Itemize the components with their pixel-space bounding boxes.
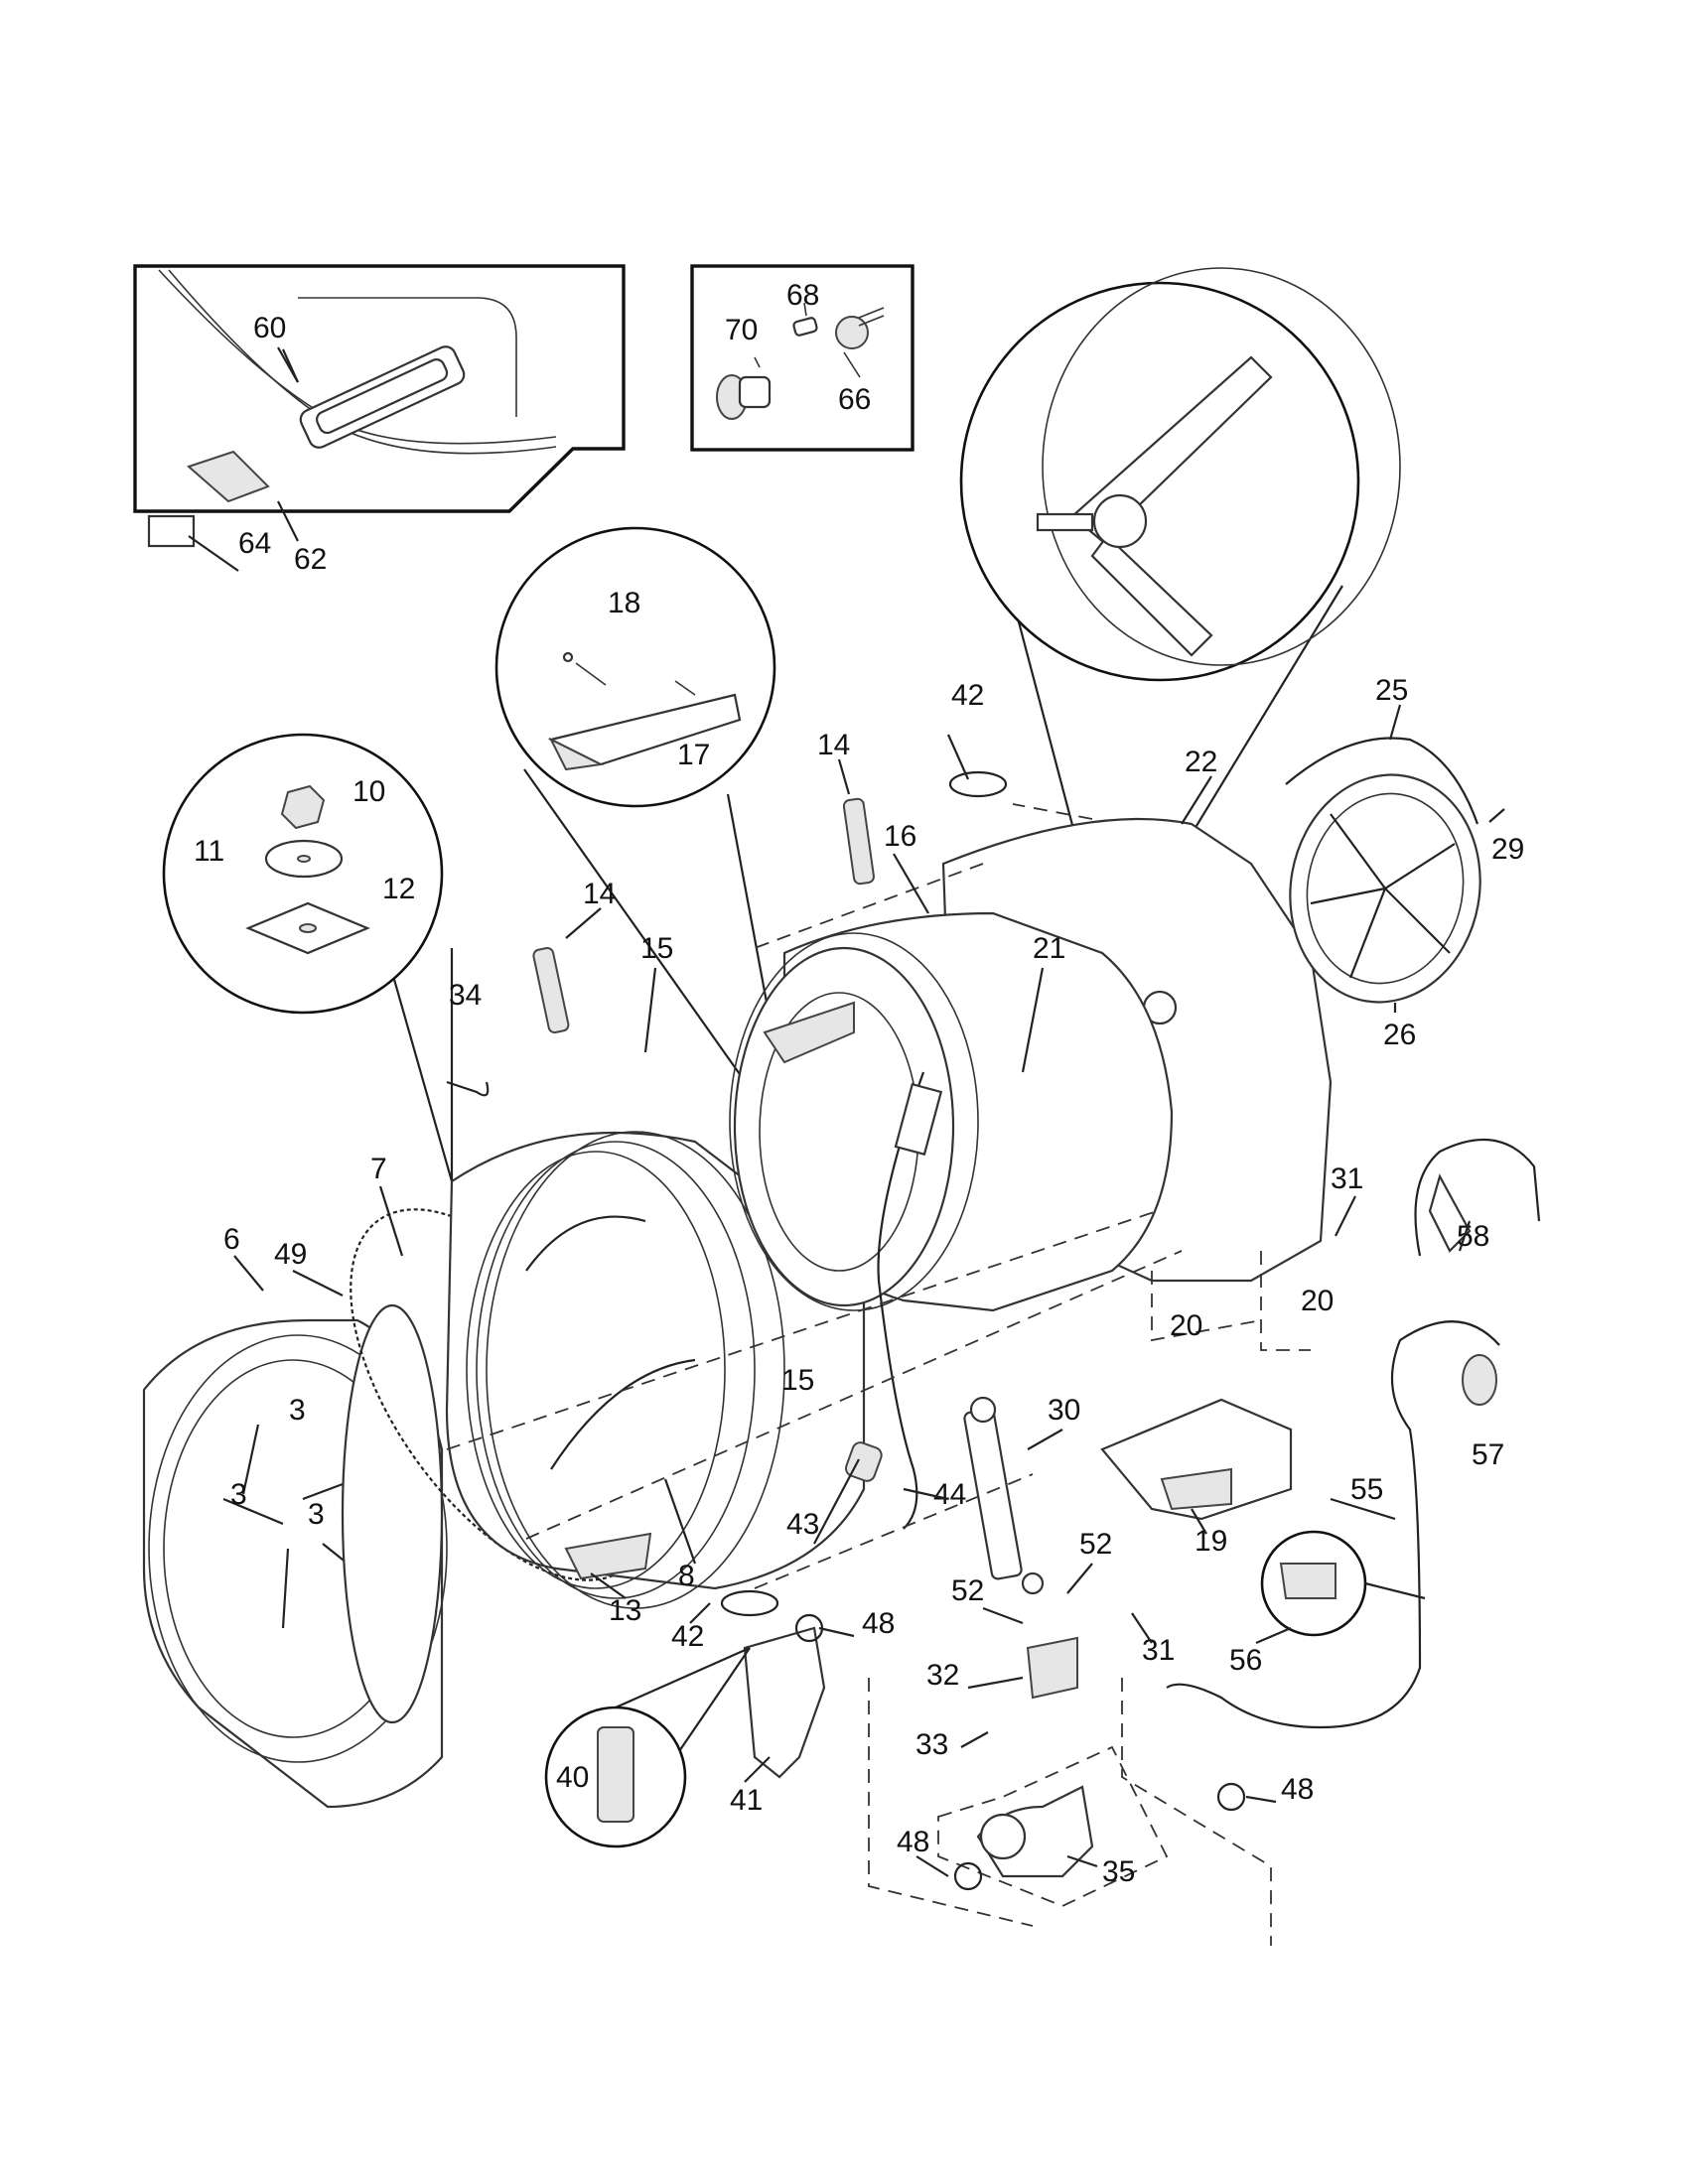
callout-nut-washer xyxy=(162,733,454,1182)
drain-hose-58 xyxy=(1414,1138,1541,1257)
callout-3-b: 3 xyxy=(230,1478,247,1511)
shock-absorber-30 xyxy=(963,1396,1045,1595)
callout-20-right: 20 xyxy=(1301,1285,1334,1317)
inset-box-small-parts xyxy=(690,264,914,452)
clip-34 xyxy=(446,1080,490,1097)
callout-35: 35 xyxy=(1102,1855,1135,1888)
callout-16: 16 xyxy=(884,820,916,853)
callout-48-bottom: 48 xyxy=(897,1826,929,1858)
filter-callout-40 xyxy=(544,1646,751,1848)
pulley-26 xyxy=(1289,773,1481,1004)
front-tub-8 xyxy=(445,1131,866,1609)
screw-29 xyxy=(1488,808,1505,823)
pump-housing-41 xyxy=(743,1626,826,1779)
callout-48-top: 48 xyxy=(862,1607,895,1640)
callout-14-left: 14 xyxy=(583,878,616,910)
callout-26: 26 xyxy=(1383,1019,1416,1051)
callout-32: 32 xyxy=(926,1659,959,1692)
callout-labels: 60 62 64 70 68 66 18 17 10 11 12 42 25 2… xyxy=(194,279,1524,1888)
callout-6: 6 xyxy=(223,1223,240,1256)
hose-clip-56 xyxy=(1260,1530,1426,1637)
callout-40: 40 xyxy=(556,1761,589,1794)
callout-8: 8 xyxy=(678,1560,695,1592)
callout-7: 7 xyxy=(370,1153,387,1185)
callout-3-a: 3 xyxy=(289,1394,306,1427)
callout-31-top: 31 xyxy=(1331,1162,1363,1195)
motor-19 xyxy=(1100,1398,1293,1521)
callout-43: 43 xyxy=(786,1508,819,1541)
wire-clips-42 xyxy=(720,770,1008,1617)
callout-29: 29 xyxy=(1491,833,1524,866)
callout-25: 25 xyxy=(1375,674,1408,707)
callout-12: 12 xyxy=(382,873,415,905)
callout-15-bottom: 15 xyxy=(781,1364,814,1397)
callout-44: 44 xyxy=(933,1478,966,1511)
inset-box-rear-frame xyxy=(133,264,626,572)
bracket-32 xyxy=(1026,1636,1078,1700)
callout-11: 11 xyxy=(194,835,224,868)
callout-48-right: 48 xyxy=(1281,1773,1314,1806)
pump-35 xyxy=(937,1745,1169,1907)
callout-17: 17 xyxy=(677,739,710,771)
callout-56: 56 xyxy=(1229,1644,1262,1677)
callout-62: 62 xyxy=(294,543,327,576)
callout-15-top: 15 xyxy=(640,932,673,965)
callout-30: 30 xyxy=(1048,1394,1080,1427)
spring-14-left xyxy=(532,946,570,1034)
leader-lines xyxy=(233,348,1472,1877)
hose-clamps-48 xyxy=(794,1613,1246,1891)
callout-drum-spider xyxy=(959,267,1401,969)
callout-10: 10 xyxy=(352,775,385,808)
door-gasket-49 xyxy=(341,1303,444,1724)
assembly-guides xyxy=(446,1210,1311,1946)
hose-55 xyxy=(1166,1320,1500,1729)
callout-19: 19 xyxy=(1195,1525,1227,1558)
callout-42-top: 42 xyxy=(951,679,984,712)
callout-41: 41 xyxy=(730,1784,763,1817)
callout-21: 21 xyxy=(1033,932,1065,965)
callout-42-bottom: 42 xyxy=(671,1620,704,1653)
belt-25 xyxy=(1285,737,1479,825)
callout-58: 58 xyxy=(1457,1220,1489,1253)
callout-31-bottom: 31 xyxy=(1142,1634,1175,1667)
callout-34: 34 xyxy=(449,979,482,1012)
callout-33: 33 xyxy=(915,1728,948,1761)
callout-68: 68 xyxy=(786,279,819,312)
callout-22: 22 xyxy=(1185,746,1217,778)
callout-66: 66 xyxy=(838,383,871,416)
callout-52-left: 52 xyxy=(951,1574,984,1607)
bracket-57 xyxy=(1462,1354,1497,1406)
callout-18: 18 xyxy=(608,587,640,619)
callout-64: 64 xyxy=(238,527,271,560)
callout-57: 57 xyxy=(1472,1438,1504,1471)
callout-60: 60 xyxy=(253,312,286,344)
callout-49: 49 xyxy=(274,1238,307,1271)
callout-13: 13 xyxy=(609,1594,641,1627)
spring-14-right xyxy=(842,797,875,886)
drum-16 xyxy=(729,911,1174,1312)
callout-55: 55 xyxy=(1350,1473,1383,1506)
callout-3-c: 3 xyxy=(308,1498,325,1531)
callout-52-right: 52 xyxy=(1079,1528,1112,1561)
callout-14-right: 14 xyxy=(817,729,850,761)
callout-20-left: 20 xyxy=(1170,1309,1202,1342)
callout-70: 70 xyxy=(725,314,758,346)
